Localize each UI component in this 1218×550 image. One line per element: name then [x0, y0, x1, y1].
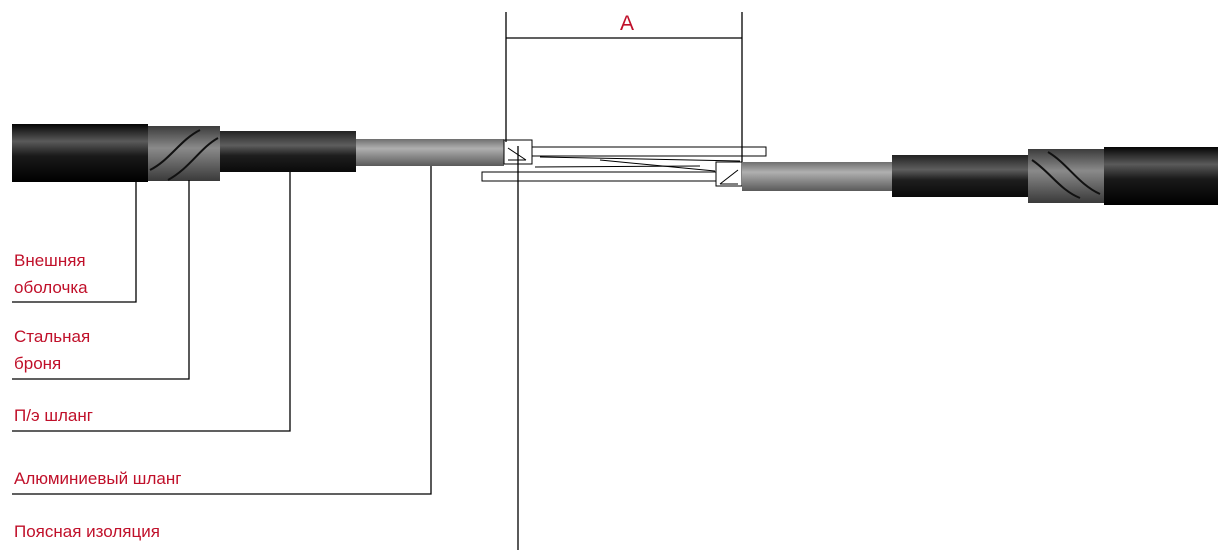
leader-aluminum-hose: [12, 166, 432, 495]
dimension-a: A: [505, 12, 743, 162]
leader-pe-hose: [12, 172, 291, 432]
right-steel-armor: [1028, 149, 1104, 203]
label-steel-armor-line1: Стальная: [14, 327, 90, 346]
left-armor-spiral: [149, 129, 219, 181]
right-armor-spiral: [1031, 151, 1101, 199]
left-steel-armor: [148, 126, 220, 181]
label-pe-hose: П/э шланг: [14, 406, 93, 425]
left-outer-sheath: [12, 124, 148, 182]
label-aluminum-hose: Алюминиевый шланг: [14, 469, 181, 488]
right-cable: [715, 147, 1218, 205]
left-pe-hose: [220, 131, 356, 172]
right-aluminum-hose: [742, 162, 892, 191]
right-belt-insulation-end: [715, 161, 743, 187]
right-pe-hose: [892, 155, 1028, 197]
leader-lines: [12, 146, 519, 550]
leader-steel-armor: [12, 180, 190, 380]
label-belt-insulation: Поясная изоляция: [14, 522, 160, 541]
leader-outer-sheath: [12, 182, 137, 303]
dimension-label: A: [620, 12, 634, 35]
labels: Внешняя оболочка Стальная броня П/э шлан…: [14, 251, 181, 541]
upper-sleeve: [531, 146, 767, 157]
right-outer-sheath: [1104, 147, 1218, 205]
label-steel-armor-line2: броня: [14, 354, 61, 373]
left-aluminum-hose: [356, 139, 504, 166]
label-outer-sheath-line1: Внешняя: [14, 251, 86, 270]
label-outer-sheath-line2: оболочка: [14, 278, 88, 297]
left-cable: [12, 124, 533, 182]
